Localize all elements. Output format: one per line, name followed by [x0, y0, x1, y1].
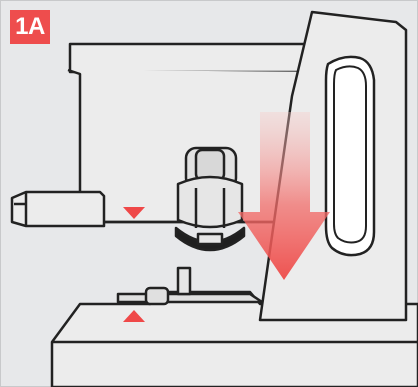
step-badge: 1A: [10, 10, 50, 44]
side-handle: [12, 192, 104, 226]
drive-coupling: [176, 148, 244, 250]
